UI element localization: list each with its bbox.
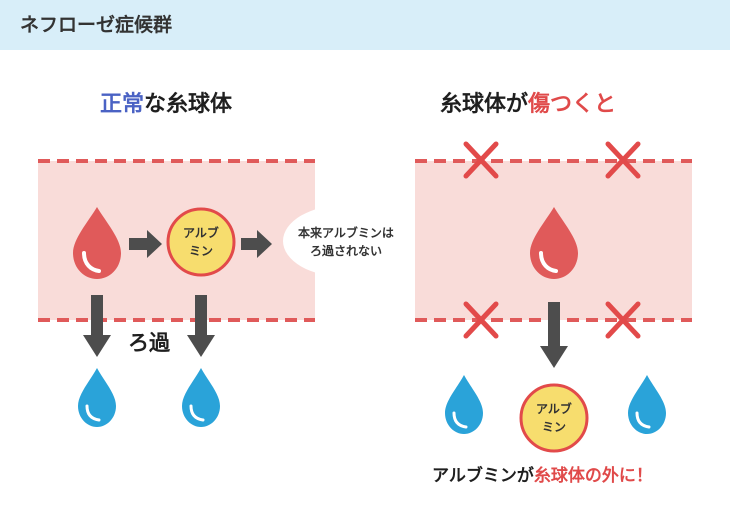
- red-blood-drop-icon: [530, 207, 578, 279]
- caption-prefix: アルブミンが: [432, 466, 534, 486]
- right-panel-title: 糸球体が傷つくと: [440, 88, 616, 122]
- left-title-highlight: 正常: [100, 92, 145, 117]
- damage-cross-icon: [605, 141, 641, 179]
- blue-water-drop-icon: [445, 375, 483, 434]
- albumin-circle: アルブ ミン: [519, 383, 589, 453]
- down-arrow-icon: [83, 295, 111, 357]
- damage-cross-icon: [605, 301, 641, 339]
- bottom-caption: アルブミンが糸球体の外に！: [432, 463, 653, 489]
- red-blood-drop-icon: [73, 207, 121, 279]
- down-arrow-icon: [187, 295, 215, 357]
- damage-cross-icon: [463, 141, 499, 179]
- page-title: ネフローゼ症候群: [20, 14, 173, 36]
- right-title-prefix: 糸球体が: [440, 92, 529, 117]
- right-arrow-icon: [241, 230, 272, 258]
- caption-highlight: 糸球体の外に！: [533, 466, 653, 486]
- albumin-circle: アルブ ミン: [166, 207, 236, 277]
- down-arrow-icon: [540, 302, 568, 368]
- albumin-label-line2: ミン: [189, 244, 213, 258]
- albumin-label-line1: アルブ: [183, 225, 219, 240]
- blue-water-drop-icon: [628, 375, 666, 434]
- filtration-label: ろ過: [128, 331, 170, 355]
- blue-water-drop-icon: [78, 368, 116, 427]
- header-bar: ネフローゼ症候群: [0, 0, 730, 50]
- bubble-text-line2: ろ過されない: [310, 243, 382, 258]
- bubble-text-line1: 本来アルブミンは: [298, 225, 394, 240]
- right-title-highlight: 傷つくと: [528, 92, 617, 117]
- right-arrow-icon: [129, 230, 162, 258]
- left-bubble-cutout: [283, 205, 407, 277]
- damage-cross-icon: [463, 301, 499, 339]
- albumin-label-line1: アルブ: [536, 401, 572, 416]
- blue-water-drop-icon: [182, 368, 220, 427]
- left-panel-title: 正常な糸球体: [100, 88, 232, 122]
- albumin-label-line2: ミン: [542, 420, 566, 434]
- left-title-rest: な糸球体: [144, 92, 233, 117]
